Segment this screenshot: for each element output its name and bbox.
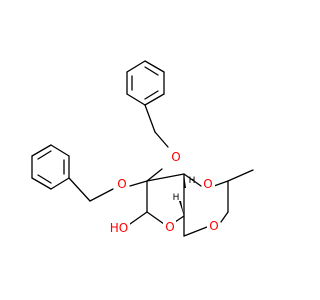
benzyl-linkers — [68, 104, 169, 202]
structure-canvas: O O O O O HO H H — [31, 60, 254, 237]
ether-oxygen-top: O — [171, 150, 180, 164]
atom-labels: O O O O O HO H H — [108, 148, 220, 237]
phenyl-ring-left — [31, 144, 70, 190]
stereo-hydrogen-upper: H — [189, 176, 196, 186]
stereo-wedge-upper — [184, 174, 186, 188]
molecule-diagram: O O O O O HO H H — [31, 60, 254, 237]
dioxane-ring — [183, 169, 254, 237]
pyran-ring-oxygen: O — [165, 220, 174, 234]
hydroxyl-group: HO — [110, 221, 128, 235]
acetal-oxygen-lower: O — [209, 219, 218, 233]
phenyl-ring-top — [126, 60, 165, 106]
pyranose-ring — [129, 173, 185, 225]
ether-oxygen-left: O — [117, 177, 126, 191]
acetal-oxygen-upper: O — [203, 177, 212, 191]
stereo-hydrogen-lower: H — [173, 193, 180, 203]
stereo-wedge-lower — [179, 201, 184, 216]
